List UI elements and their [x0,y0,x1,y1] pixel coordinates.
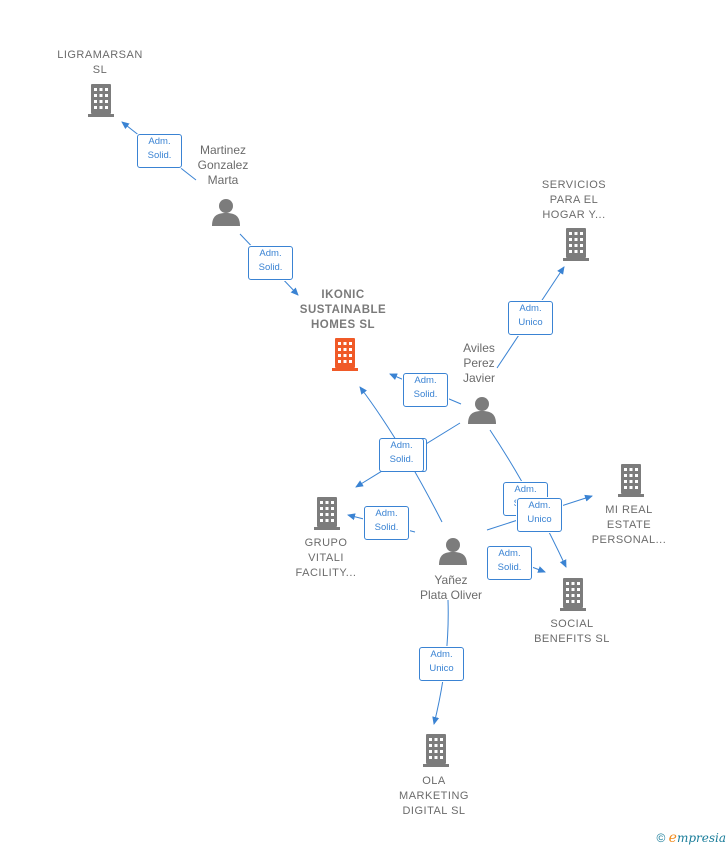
social-benefits-label[interactable]: SOCIAL BENEFITS SL [534,618,610,645]
relation-label-yanez-ola[interactable]: Adm. Unico [419,647,464,681]
relation-label-martinez-ikonic[interactable]: Adm. Solid. [248,246,293,280]
grupo-vitali-building-icon [314,497,340,530]
aviles-person-icon [468,397,496,424]
mi-real-estate-label[interactable]: MI REAL ESTATE PERSONAL... [591,504,667,546]
relation-label-aviles-servicios[interactable]: Adm. Unico [508,301,553,335]
social-benefits-building-icon [560,578,586,611]
ola-marketing-label[interactable]: OLA MARKETING DIGITAL SL [399,775,469,817]
aviles-label[interactable]: Aviles Perez Javier [462,341,495,385]
relation-label-martinez-ligramarsan[interactable]: Adm. Solid. [137,134,182,168]
servicios-building-icon [563,228,589,261]
empresia-logo: empresia [668,830,726,846]
relation-label-yanez-mi-real[interactable]: Adm. Unico [517,498,562,532]
martinez-person-icon [212,199,240,226]
ikonic-building-icon [332,338,358,371]
martinez-label[interactable]: Martinez Gonzalez Marta [197,143,249,187]
ola-marketing-building-icon [423,734,449,767]
relation-label-yanez-grupo[interactable]: Adm. Solid. [364,506,409,540]
mi-real-estate-building-icon [618,464,644,497]
grupo-vitali-label[interactable]: GRUPO VITALI FACILITY... [295,537,357,579]
copyright-brand: © empresia [656,830,726,846]
servicios-label[interactable]: SERVICIOS PARA EL HOGAR Y... [541,179,607,221]
yanez-label[interactable]: Yañez Plata Oliver [419,573,483,602]
relation-label-yanez-social[interactable]: Adm. Solid. [487,546,532,580]
ligramarsan-building-icon [88,84,114,117]
ikonic-label[interactable]: IKONIC SUSTAINABLE HOMES SL [299,289,387,331]
yanez-person-icon [439,538,467,565]
relation-label-aviles-ikonic[interactable]: Adm. Solid. [403,373,448,407]
copyright-symbol: © [656,831,666,845]
relation-label-aviles-grupo[interactable]: Adm. Solid. [379,438,424,472]
ligramarsan-label[interactable]: LIGRAMARSAN SL [57,49,143,76]
